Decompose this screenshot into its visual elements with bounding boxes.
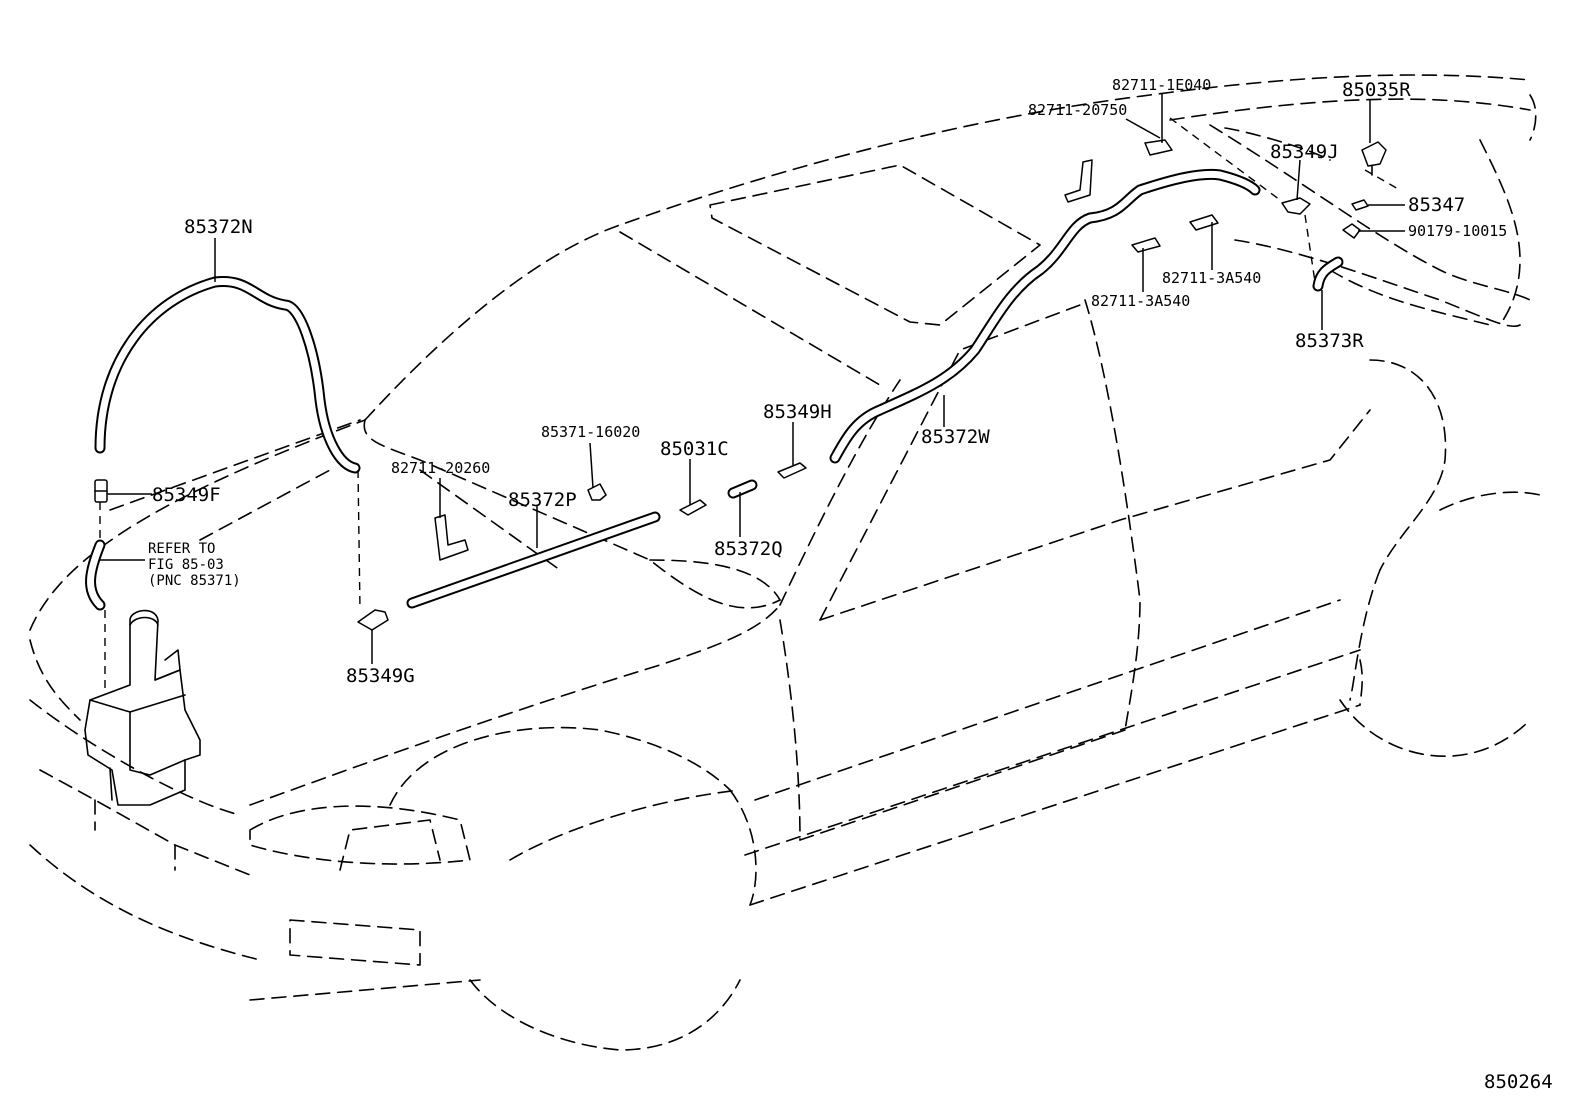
label-85372W: 85372W [921, 426, 990, 448]
hose-85372W [829, 168, 1261, 464]
label-85349H: 85349H [763, 401, 832, 423]
hose-85372Q [727, 479, 758, 499]
label-82711-20260: 82711-20260 [391, 459, 490, 477]
clamp-82711-3A540-b [1189, 214, 1219, 231]
label-85031C: 85031C [660, 438, 729, 460]
label-85373R: 85373R [1295, 330, 1364, 352]
joint-85349J [1281, 197, 1311, 215]
joint-85349F [94, 479, 108, 503]
joint-85349G [357, 609, 389, 631]
label-90179-10015: 90179-10015 [1408, 222, 1507, 240]
clamp-82711-20750 [1064, 159, 1093, 203]
label-85035R: 85035R [1342, 79, 1411, 101]
hose-85371-lower [85, 539, 106, 611]
part-90179-10015 [1342, 223, 1361, 239]
label-82711-3A540-a: 82711-3A540 [1162, 269, 1261, 287]
refer-note-line1: REFER TO [148, 541, 215, 557]
figure-number: 850264 [1484, 1071, 1553, 1093]
clamp-85371-16020 [587, 483, 607, 501]
hose-85372P [406, 511, 661, 609]
clamp-82711-1E040 [1144, 139, 1173, 156]
label-85371-16020: 85371-16020 [541, 423, 640, 441]
label-85347: 85347 [1408, 194, 1465, 216]
leader-lines [99, 93, 1405, 690]
label-85349J: 85349J [1270, 141, 1339, 163]
label-85372Q: 85372Q [714, 538, 783, 560]
joint-85349H [777, 462, 807, 479]
nozzle-85035R [1361, 141, 1387, 176]
refer-note-line3: (PNC 85371) [148, 573, 241, 589]
label-85349G: 85349G [346, 665, 415, 687]
washer-tank [84, 609, 201, 806]
part-85347 [1351, 199, 1369, 211]
label-82711-20750: 82711-20750 [1028, 101, 1127, 119]
hose-85373R [1312, 256, 1344, 292]
joint-85031C [679, 499, 707, 516]
clamp-82711-20260 [434, 514, 469, 561]
label-85372P: 85372P [508, 489, 577, 511]
refer-note-line2: FIG 85-03 [148, 557, 224, 573]
label-85372N: 85372N [184, 216, 253, 238]
label-82711-3A540-b: 82711-3A540 [1091, 292, 1190, 310]
car-body-outline [29, 74, 1541, 1051]
clamp-82711-3A540-a [1131, 237, 1161, 253]
label-82711-1E040: 82711-1E040 [1112, 76, 1211, 94]
label-85349F: 85349F [152, 484, 221, 506]
hose-85372N [94, 276, 361, 474]
